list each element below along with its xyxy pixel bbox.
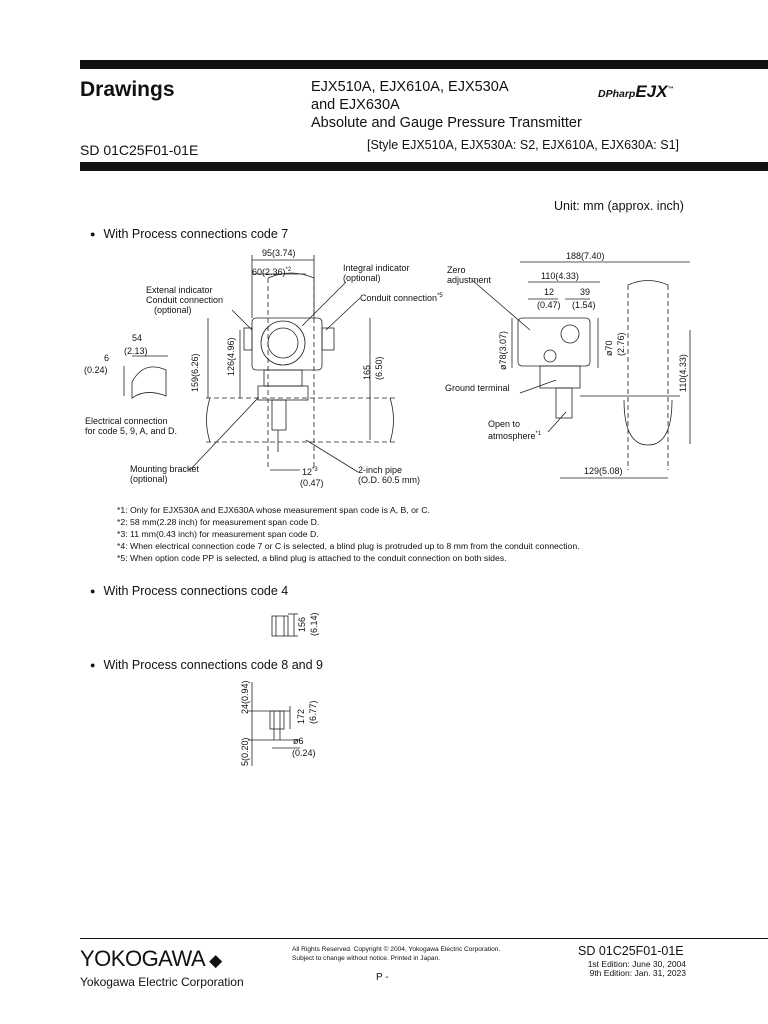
style-note: [Style EJX510A, EJX530A: S2, EJX610A, EJ… bbox=[367, 138, 679, 152]
transmitter-housing bbox=[251, 317, 323, 371]
dim-165: 165 bbox=[362, 364, 372, 380]
dim-172: 172 bbox=[296, 708, 306, 724]
models-line-3: Absolute and Gauge Pressure Transmitter bbox=[311, 115, 582, 131]
dim-677: (6.77) bbox=[308, 700, 318, 724]
dim-12: 12*3 bbox=[302, 467, 318, 477]
models-line-1: EJX510A, EJX610A, EJX530A bbox=[311, 79, 509, 95]
dim-39: 39 bbox=[580, 287, 591, 297]
note-5: *5: When option code PP is selected, a b… bbox=[117, 553, 507, 563]
section-title: Drawings bbox=[80, 78, 175, 101]
dim-024: (0.24) bbox=[292, 748, 316, 758]
dim-95: 95(3.74) bbox=[262, 248, 296, 258]
edition-current: 9th Edition: Jan. 31, 2023 bbox=[589, 968, 686, 978]
dim-78: ø78(3.07) bbox=[498, 330, 508, 370]
note-3: *3: 11 mm(0.43 inch) for measurement spa… bbox=[117, 529, 319, 539]
label-electrical-connection: Electrical connection for code 5, 9, A, … bbox=[85, 416, 178, 436]
dim-276: (2.76) bbox=[616, 332, 626, 356]
edition-first: 1st Edition: June 30, 2004 bbox=[587, 959, 686, 969]
dim-126: 126(4.96) bbox=[226, 337, 236, 376]
label-zero-adjustment: Zero adjustment bbox=[447, 265, 492, 285]
dim-6: 6 bbox=[104, 353, 110, 363]
label-ground-terminal: Ground terminal bbox=[445, 383, 510, 393]
models-line-2: and EJX630A bbox=[311, 97, 400, 113]
transmitter-side-view bbox=[517, 317, 591, 367]
dim-110: 110(4.33) bbox=[541, 271, 579, 281]
top-rule bbox=[80, 60, 768, 69]
copyright: All Rights Reserved. Copyright © 2004, Y… bbox=[292, 946, 501, 962]
dim-154: (1.54) bbox=[572, 300, 596, 310]
dim-156: 156 bbox=[297, 616, 307, 632]
dim-5: 5(0.20) bbox=[240, 737, 250, 766]
dim-159: 159(6.26) bbox=[190, 353, 200, 392]
label-conduit-connection: Conduit connection*5 bbox=[360, 293, 443, 303]
model-list: EJX510A, EJX610A, EJX530A and EJX630A Ab… bbox=[311, 78, 582, 132]
note-1: *1: Only for EJX530A and EJX630A whose m… bbox=[117, 505, 430, 515]
dim-60: 60(2.36)*2 bbox=[252, 267, 292, 277]
dpharp-ejx-logo: DPharpEJX™ bbox=[598, 82, 674, 101]
dim-614: (6.14) bbox=[309, 612, 319, 636]
dim-70: ø70 bbox=[604, 340, 614, 356]
section-4-heading: With Process connections code 4 bbox=[90, 584, 288, 598]
footnotes: *1: Only for EJX530A and EJX630A whose m… bbox=[117, 504, 580, 564]
label-mounting-bracket: Mounting bracket (optional) bbox=[130, 464, 200, 484]
section-89-heading: With Process connections code 8 and 9 bbox=[90, 658, 323, 672]
pipe-outline-left bbox=[206, 397, 395, 443]
dim-047: (0.47) bbox=[537, 300, 561, 310]
dim-phi6: ø6 bbox=[293, 736, 304, 746]
dim-110-vertical: 110(4.33) bbox=[678, 354, 688, 392]
header-rule bbox=[80, 162, 768, 171]
yokogawa-logo: YOKOGAWA◆ bbox=[80, 946, 222, 971]
dim-24: 24(0.94) bbox=[240, 680, 250, 714]
dim-54-in: (2.13) bbox=[124, 346, 148, 356]
dim-12-in: (0.47) bbox=[300, 478, 324, 488]
note-2: *2: 58 mm(2.28 inch) for measurement spa… bbox=[117, 517, 320, 527]
dim-188: 188(7.40) bbox=[566, 251, 605, 261]
doc-number: SD 01C25F01-01E bbox=[80, 142, 199, 158]
dim-129: 129(5.08) bbox=[584, 466, 623, 476]
note-4: *4: When electrical connection code 7 or… bbox=[117, 541, 580, 551]
label-integral-indicator: Integral indicator (optional) bbox=[343, 263, 410, 283]
dim-165-in: (6.50) bbox=[374, 356, 384, 380]
page-number: P - bbox=[376, 972, 389, 983]
indicator-face bbox=[260, 320, 306, 366]
dim-12-right: 12 bbox=[544, 287, 555, 297]
unit-note: Unit: mm (approx. inch) bbox=[554, 199, 684, 213]
corporation-name: Yokogawa Electric Corporation bbox=[80, 975, 244, 989]
label-2inch-pipe: 2-inch pipe (O.D. 60.5 mm) bbox=[358, 465, 421, 485]
label-external-indicator: Extenal indicator Conduit connection (op… bbox=[146, 285, 224, 315]
dim-6-in: (0.24) bbox=[84, 365, 108, 375]
section-7-heading: With Process connections code 7 bbox=[90, 227, 288, 241]
label-open-to-atmosphere: Open to atmosphere*1 bbox=[488, 419, 542, 441]
footer-rule bbox=[80, 938, 768, 939]
diamond-icon: ◆ bbox=[209, 951, 222, 970]
footer-doc-number: SD 01C25F01-01E bbox=[578, 944, 684, 958]
dim-54: 54 bbox=[132, 333, 143, 343]
